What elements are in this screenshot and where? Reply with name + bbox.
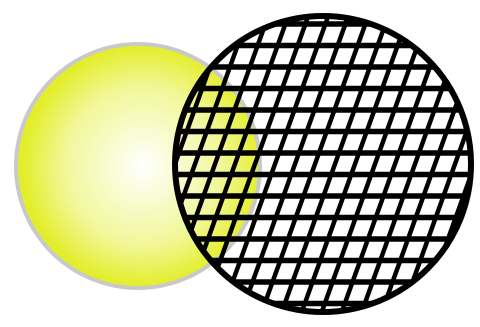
- light-through-screen-mesh-icon: [0, 0, 480, 327]
- illustration-canvas: [0, 0, 480, 327]
